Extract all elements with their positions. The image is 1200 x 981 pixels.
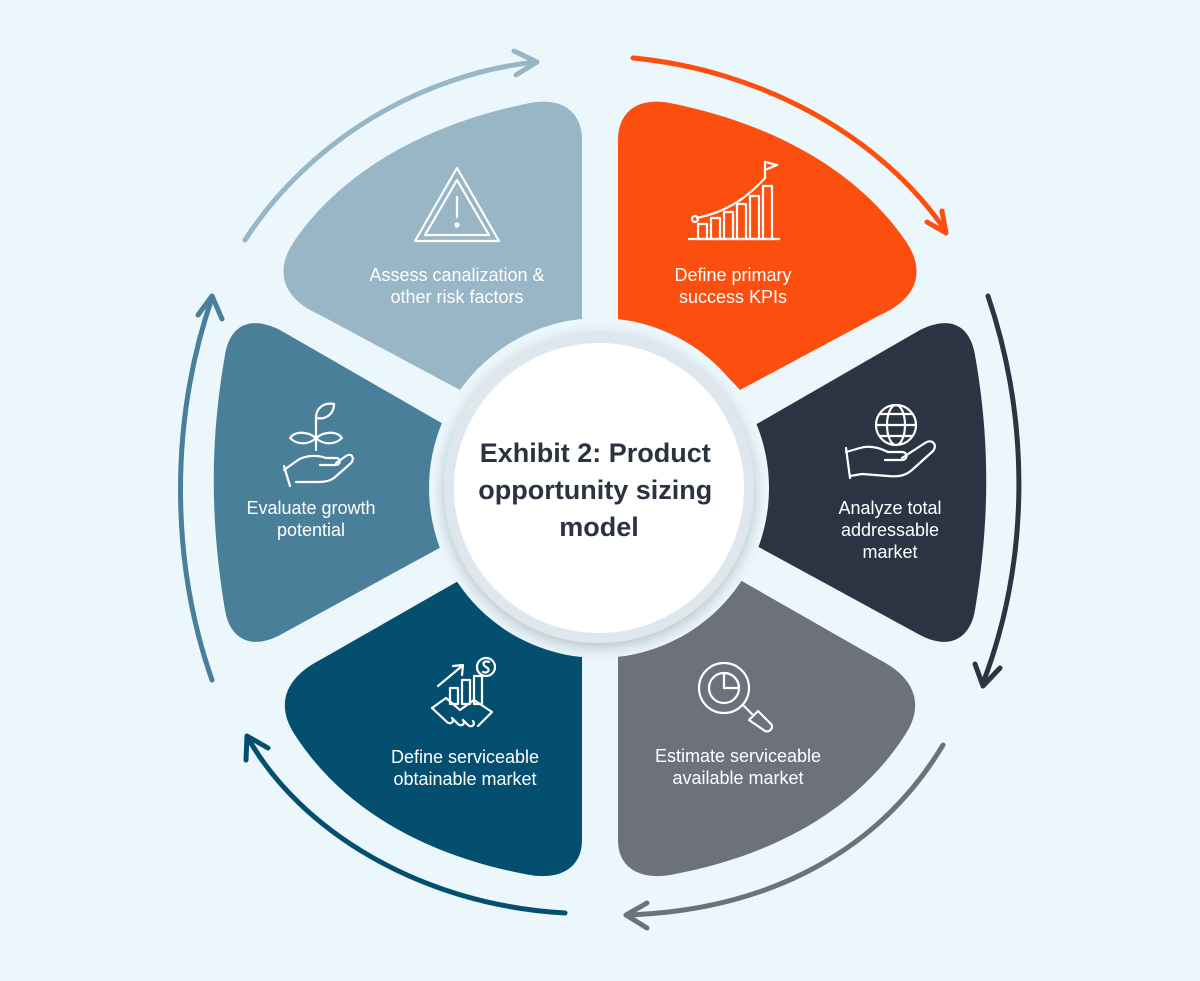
cycle-arrow-steel <box>178 293 225 683</box>
center-title: Exhibit 2: Product opportunity sizing mo… <box>478 438 720 542</box>
segment-label-line: other risk factors <box>390 287 523 307</box>
plant-in-hand-icon <box>282 402 354 488</box>
center-hub <box>429 318 769 658</box>
segment-label-line: success KPIs <box>679 287 787 307</box>
segment-petal-growth <box>213 323 445 642</box>
pie-chart-magnifier-icon <box>697 661 774 733</box>
center-title-line: model <box>559 512 639 542</box>
segment-petal-kpis <box>618 101 917 390</box>
segment-petal-som <box>284 580 582 877</box>
segment-label-line: addressable <box>841 520 939 540</box>
warning-triangle-icon <box>413 166 501 243</box>
segment-petal-tam <box>755 323 987 642</box>
segment-label-line: Analyze total <box>838 498 941 518</box>
segment-label-line: market <box>862 542 917 562</box>
cycle-arrow-navy <box>972 293 1022 689</box>
handshake-growth-icon <box>430 656 497 728</box>
growth-chart-flag-icon <box>687 160 781 241</box>
segment-label-line: Estimate serviceable <box>655 746 821 766</box>
globe-in-hand-icon <box>844 403 936 480</box>
cycle-arrow-light <box>242 48 540 243</box>
segment-label-risk: Assess canalization &other risk factors <box>369 265 544 307</box>
segment-label-line: obtainable market <box>393 769 536 789</box>
center-title-line: Exhibit 2: Product <box>480 438 711 468</box>
segment-label-line: Evaluate growth <box>246 498 375 518</box>
segment-label-line: available market <box>672 768 803 788</box>
segment-label-line: Define primary <box>674 265 791 285</box>
segment-label-line: Assess canalization & <box>369 265 544 285</box>
segment-label-line: potential <box>277 520 345 540</box>
cycle-arrow-grey <box>623 742 946 931</box>
segment-petal-sam <box>618 580 916 877</box>
segment-petal-risk <box>283 101 582 390</box>
cycle-arrow-orange <box>630 55 949 236</box>
center-title-line: opportunity sizing <box>478 475 712 505</box>
segment-label-line: Define serviceable <box>391 747 539 767</box>
cycle-arrow-teal <box>243 733 568 916</box>
